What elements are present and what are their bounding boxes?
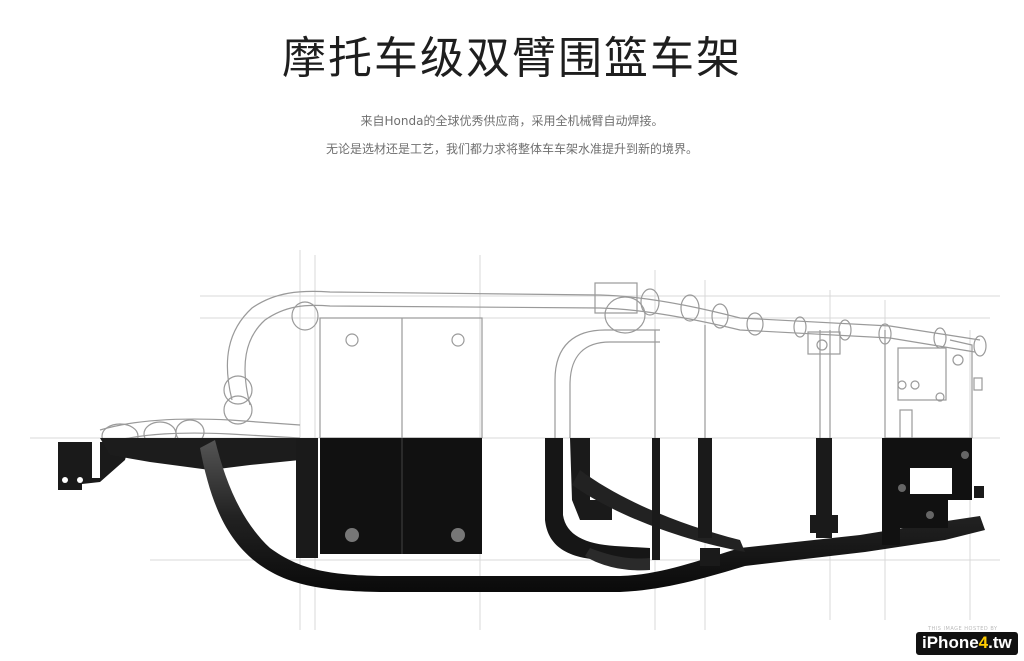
frame-solid	[58, 438, 985, 592]
watermark-logo: iPhone4.tw	[916, 632, 1018, 655]
frame-wireframe	[99, 282, 987, 438]
watermark-logo-left: iPhone	[922, 633, 979, 652]
watermark: THIS IMAGE HOSTED BY iPhone4.tw	[916, 626, 1018, 655]
description-line-2: 无论是选材还是工艺，我们都力求将整体车车架水准提升到新的境界。	[325, 142, 698, 156]
watermark-logo-right: .tw	[988, 633, 1012, 652]
watermark-logo-num: 4	[978, 633, 989, 652]
frame-illustration	[30, 250, 1000, 630]
page-title: 摩托车级双臂围篮车架	[282, 33, 742, 84]
watermark-hosted-text: THIS IMAGE HOSTED BY	[928, 626, 998, 632]
description-line-1: 来自Honda的全球优秀供应商，采用全机械臂自动焊接。	[360, 114, 664, 128]
